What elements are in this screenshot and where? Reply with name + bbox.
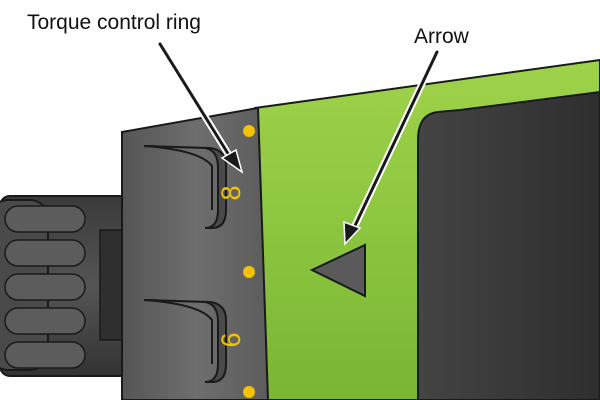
arrow-callout-arrow <box>343 48 441 246</box>
dial-number-8: 8 <box>216 185 246 200</box>
torque-callout-arrow <box>156 40 244 174</box>
chuck <box>0 195 131 377</box>
ring-dot <box>243 386 255 398</box>
arrow-label: Arrow <box>414 25 469 48</box>
ring-dot <box>243 125 255 137</box>
rubber-grip <box>417 90 600 400</box>
dial-number-6: 6 <box>216 332 246 347</box>
torque-control-ring: 8 6 <box>121 106 270 400</box>
pointer-arrow <box>309 243 366 298</box>
ring-ridge <box>143 299 227 383</box>
torque-control-ring-label: Torque control ring <box>27 11 201 34</box>
ring-dot <box>243 266 255 278</box>
